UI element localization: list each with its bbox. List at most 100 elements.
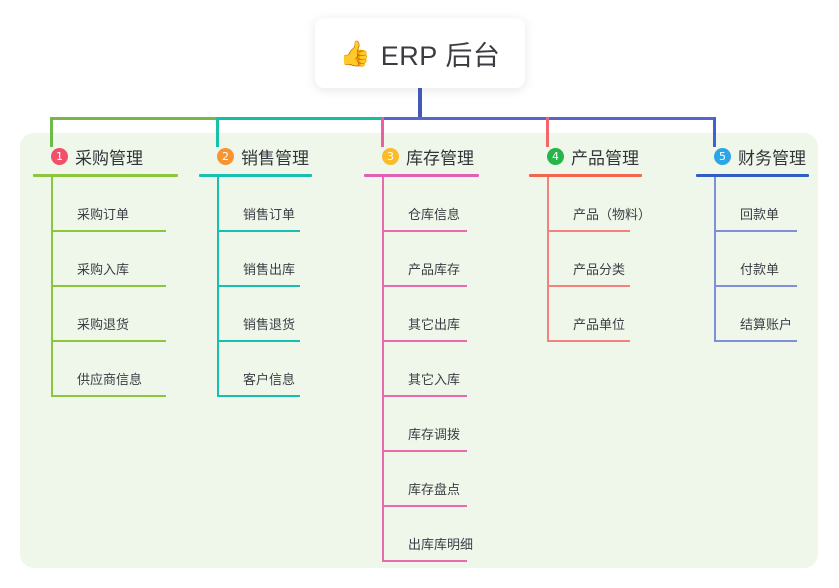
menu-item[interactable]: 销售出库 xyxy=(217,232,300,287)
menu-item-underline xyxy=(382,450,467,452)
menu-item-underline xyxy=(51,285,166,287)
branch-drop-2 xyxy=(216,117,219,147)
menu-item-label: 采购退货 xyxy=(77,317,130,332)
column-2: 2 销售管理销售订单销售出库销售退货客户信息 xyxy=(199,143,312,397)
root-node-erp-backend[interactable]: 👍 ERP 后台 xyxy=(315,18,525,88)
menu-item-label: 销售退货 xyxy=(243,317,296,332)
menu-item-underline xyxy=(382,560,467,562)
column-title: 销售管理 xyxy=(241,149,309,168)
column-spine xyxy=(51,177,53,397)
column-spine xyxy=(714,177,716,342)
branch-drop-5 xyxy=(713,117,716,147)
column-header-underline xyxy=(364,174,479,177)
menu-item-label: 产品库存 xyxy=(408,262,461,277)
column-3: 3 库存管理仓库信息产品库存其它出库其它入库库存调拨库存盘点出库库明细 xyxy=(364,143,479,562)
column-5: 5 财务管理回款单付款单结算账户 xyxy=(696,143,809,342)
menu-item[interactable]: 客户信息 xyxy=(217,342,300,397)
column-spine xyxy=(547,177,549,342)
menu-item[interactable]: 仓库信息 xyxy=(382,177,467,232)
menu-item-underline xyxy=(217,395,300,397)
column-4: 4 产品管理产品（物料） 产品分类产品单位 xyxy=(529,143,651,342)
menu-item[interactable]: 产品（物料） xyxy=(547,177,651,232)
menu-item[interactable]: 其它出库 xyxy=(382,287,467,342)
menu-item-label: 产品（物料） xyxy=(573,207,652,222)
column-number-badge: 3 xyxy=(382,148,399,165)
column-header-underline xyxy=(33,174,178,177)
root-node-title: ERP 后台 xyxy=(380,40,501,71)
menu-item[interactable]: 库存调拨 xyxy=(382,397,467,452)
menu-item-underline xyxy=(217,230,300,232)
column-header-underline xyxy=(529,174,642,177)
menu-item-underline xyxy=(51,230,166,232)
menu-item-label: 结算账户 xyxy=(740,317,793,332)
menu-item-label: 其它出库 xyxy=(408,317,461,332)
column-title: 产品管理 xyxy=(571,149,639,168)
column-header-1[interactable]: 1 采购管理 xyxy=(33,143,178,170)
bus-segment-teal xyxy=(216,117,383,120)
menu-item-underline xyxy=(714,340,797,342)
diagram-background-panel xyxy=(20,133,818,568)
menu-item-label: 出库库明细 xyxy=(408,537,474,552)
menu-item-underline xyxy=(51,395,166,397)
branch-drop-3 xyxy=(381,117,384,147)
column-number-badge: 4 xyxy=(547,148,564,165)
column-number-badge: 2 xyxy=(217,148,234,165)
column-1: 1 采购管理采购订单采购入库采购退货供应商信息 xyxy=(33,143,178,397)
menu-item[interactable]: 结算账户 xyxy=(714,287,797,342)
menu-item-underline xyxy=(217,285,300,287)
menu-item-label: 供应商信息 xyxy=(77,372,143,387)
menu-item-label: 付款单 xyxy=(740,262,780,277)
menu-item-underline xyxy=(382,285,467,287)
menu-item-underline xyxy=(714,285,797,287)
menu-item-underline xyxy=(547,230,630,232)
menu-item-underline xyxy=(382,340,467,342)
column-title: 财务管理 xyxy=(738,149,806,168)
menu-item-label: 库存调拨 xyxy=(408,427,461,442)
bus-segment-green xyxy=(50,117,218,120)
branch-drop-1 xyxy=(50,117,53,147)
menu-item-label: 采购入库 xyxy=(77,262,130,277)
menu-item-underline xyxy=(382,505,467,507)
menu-item-label: 采购订单 xyxy=(77,207,130,222)
menu-item-label: 库存盘点 xyxy=(408,482,461,497)
menu-item-label: 销售出库 xyxy=(243,262,296,277)
menu-item[interactable]: 其它入库 xyxy=(382,342,467,397)
menu-item-underline xyxy=(217,340,300,342)
menu-item[interactable]: 产品库存 xyxy=(382,232,467,287)
menu-item[interactable]: 产品单位 xyxy=(547,287,630,342)
column-number-badge: 5 xyxy=(714,148,731,165)
menu-item-label: 其它入库 xyxy=(408,372,461,387)
thumbs-up-icon: 👍 xyxy=(339,38,371,68)
menu-item[interactable]: 销售退货 xyxy=(217,287,300,342)
column-header-5[interactable]: 5 财务管理 xyxy=(696,143,809,170)
menu-item-underline xyxy=(547,340,630,342)
menu-item[interactable]: 回款单 xyxy=(714,177,797,232)
menu-item[interactable]: 采购订单 xyxy=(51,177,166,232)
menu-item-underline xyxy=(51,340,166,342)
menu-item-label: 销售订单 xyxy=(243,207,296,222)
menu-item-label: 客户信息 xyxy=(243,372,296,387)
column-header-underline xyxy=(199,174,312,177)
menu-item[interactable]: 付款单 xyxy=(714,232,797,287)
column-title: 采购管理 xyxy=(75,149,143,168)
menu-item[interactable]: 销售订单 xyxy=(217,177,300,232)
menu-item[interactable]: 产品分类 xyxy=(547,232,630,287)
menu-item-underline xyxy=(714,230,797,232)
menu-item-label: 产品单位 xyxy=(573,317,626,332)
menu-item[interactable]: 供应商信息 xyxy=(51,342,166,397)
column-title: 库存管理 xyxy=(406,149,474,168)
menu-item[interactable]: 采购入库 xyxy=(51,232,166,287)
column-number-badge: 1 xyxy=(51,148,68,165)
menu-item[interactable]: 库存盘点 xyxy=(382,452,467,507)
column-header-underline xyxy=(696,174,809,177)
menu-item[interactable]: 出库库明细 xyxy=(382,507,473,562)
menu-item[interactable]: 采购退货 xyxy=(51,287,166,342)
column-header-3[interactable]: 3 库存管理 xyxy=(364,143,479,170)
menu-item-label: 回款单 xyxy=(740,207,780,222)
column-header-2[interactable]: 2 销售管理 xyxy=(199,143,312,170)
column-header-4[interactable]: 4 产品管理 xyxy=(529,143,642,170)
column-spine xyxy=(217,177,219,397)
root-connector-stem xyxy=(418,88,422,120)
menu-item-underline xyxy=(547,285,630,287)
branch-drop-4 xyxy=(546,117,549,147)
